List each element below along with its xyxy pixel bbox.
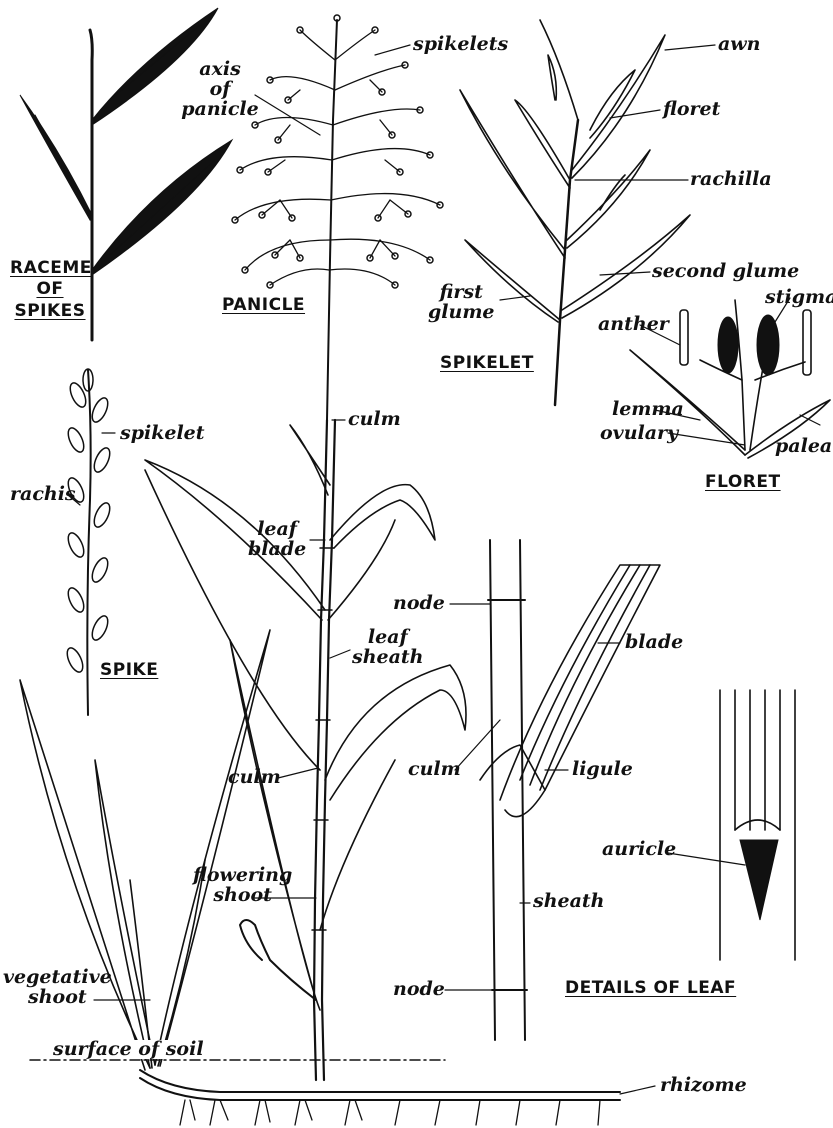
spikelet-title: SPIKELET (440, 353, 534, 374)
label-leaf-sheath: leaf sheath (352, 628, 424, 668)
label-culm-upper: culm (348, 410, 401, 429)
label-leaf-blade-line-1: leaf (248, 520, 306, 540)
label-axis-of-panicle: axis of panicle (180, 60, 260, 120)
details-of-leaf-title: DETAILS OF LEAF (565, 978, 736, 999)
label-first-glume-line-2: glume (428, 303, 495, 323)
label-floret: floret (663, 100, 720, 119)
label-first-glume-line-1: first (428, 283, 495, 303)
leaf-detail-drawing (480, 540, 795, 1040)
label-flowering-shoot: flowering shoot (193, 866, 292, 906)
label-leaf-sheath-line-2: sheath (352, 648, 424, 668)
label-anther: anther (598, 315, 669, 334)
label-spikelets: spikelets (413, 35, 508, 54)
label-stigma: stigma (765, 288, 833, 307)
label-vegetative-shoot: vegetative shoot (3, 968, 112, 1008)
label-palea: palea (775, 437, 832, 456)
label-culm-detail: culm (408, 760, 461, 779)
label-blade: blade (625, 633, 683, 652)
panicle-drawing (232, 15, 443, 420)
label-first-glume: first glume (428, 283, 495, 323)
label-node-lower: node (393, 980, 445, 999)
label-vegetative-line-2: shoot (3, 988, 112, 1008)
label-rhizome: rhizome (660, 1076, 747, 1095)
raceme-of-spikes-title: RACEME OF SPIKES (10, 258, 90, 322)
label-rachis: rachis (10, 485, 76, 504)
label-vegetative-line-1: vegetative (3, 968, 112, 988)
label-flowering-line-2: shoot (193, 886, 292, 906)
label-surface-of-soil: surface of soil (50, 1040, 207, 1059)
floret-title: FLORET (705, 472, 781, 493)
panicle-title: PANICLE (222, 295, 305, 316)
label-flowering-line-1: flowering (193, 866, 292, 886)
raceme-title-line-2: OF (10, 279, 90, 300)
raceme-title-line-3: SPIKES (10, 301, 90, 322)
label-axis-line-1: axis (180, 60, 260, 80)
spikelet-drawing (460, 20, 690, 405)
raceme-title-line-1: RACEME (10, 258, 90, 279)
main-plant-drawing (20, 420, 620, 1125)
label-second-glume: second glume (652, 262, 799, 281)
label-leaf-sheath-line-1: leaf (352, 628, 424, 648)
label-node-upper: node (393, 594, 445, 613)
label-ligule: ligule (572, 760, 633, 779)
label-leaf-blade: leaf blade (248, 520, 306, 560)
label-rachilla: rachilla (690, 170, 772, 189)
spike-title: SPIKE (100, 660, 158, 681)
label-culm-lower: culm (228, 768, 281, 787)
label-auricle: auricle (602, 840, 676, 859)
label-leaf-blade-line-2: blade (248, 540, 306, 560)
label-spikelet: spikelet (120, 424, 205, 443)
label-ovulary: ovulary (600, 424, 678, 443)
label-axis-line-2: of (180, 80, 260, 100)
label-awn: awn (718, 35, 760, 54)
label-axis-line-3: panicle (180, 100, 260, 120)
label-sheath: sheath (533, 892, 605, 911)
label-lemma: lemma (612, 400, 684, 419)
